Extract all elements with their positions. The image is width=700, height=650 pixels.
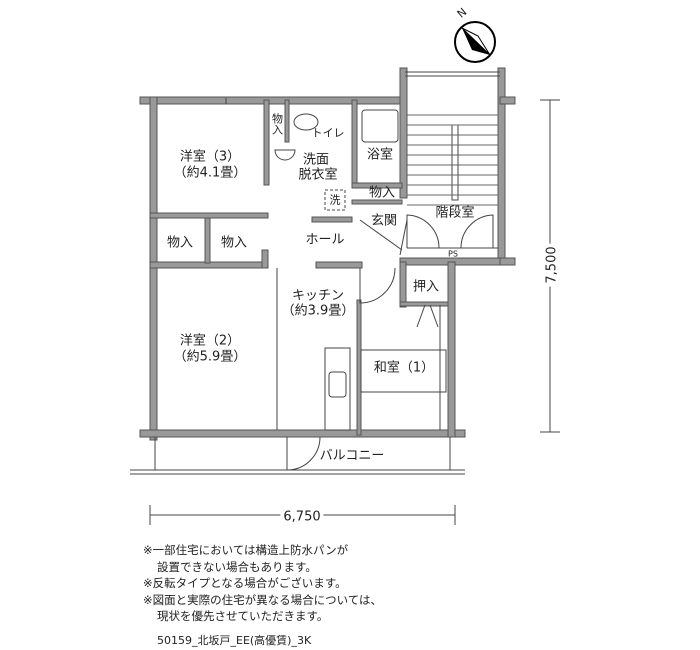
room-ps: PS	[448, 249, 458, 259]
room-japanese1: 和室（1）	[373, 360, 435, 376]
room-washroom-1: 洗面	[302, 152, 330, 168]
room-western2-name: 洋室（2）	[179, 333, 241, 349]
room-western3-size: （約4.1畳）	[173, 165, 247, 181]
note-line: ※図面と実際の住宅が異なる場合については、	[143, 592, 383, 607]
dimension-width: 6,750	[280, 509, 324, 525]
note-line: 設置できない場合もあります。	[157, 559, 317, 574]
room-closet: 押入	[412, 279, 440, 295]
note-line: 現状を優先させていただきます。	[157, 609, 329, 623]
room-kitchen-name: キッチン	[291, 288, 345, 304]
room-storage-entry: 物入	[368, 185, 396, 201]
room-kitchen-size: （約3.9畳）	[281, 303, 355, 319]
room-storage-a: 物入	[166, 235, 194, 251]
walls	[139, 67, 516, 441]
north-arrow-icon	[454, 21, 496, 63]
room-western2-size: （約5.9畳）	[173, 349, 247, 365]
notes: ※一部住宅においては構造上防水パンが 設置できない場合もあります。 ※反転タイプ…	[143, 542, 382, 625]
room-bath: 浴室	[366, 147, 394, 163]
room-western3-name: 洋室（3）	[179, 149, 241, 165]
room-balcony: バルコニー	[319, 448, 385, 464]
note-line: ※反転タイプとなる場合がございます。	[143, 576, 347, 590]
room-storage-b: 物入	[220, 235, 248, 251]
washer-label: 洗	[329, 193, 341, 207]
room-toilet: トイレ	[311, 126, 345, 140]
dimension-depth: 7,500	[544, 243, 560, 287]
room-stairs: 階段室	[435, 205, 475, 221]
room-washroom-2: 脱衣室	[298, 167, 338, 183]
plan-code: 50159_北坂戸_EE(高優賃)_3K	[157, 634, 312, 647]
room-entrance: 玄関	[370, 213, 398, 229]
room-storage-small: 物入	[270, 113, 284, 135]
note-line: ※一部住宅においては構造上防水パンが	[143, 543, 349, 557]
room-hall: ホール	[305, 232, 345, 248]
